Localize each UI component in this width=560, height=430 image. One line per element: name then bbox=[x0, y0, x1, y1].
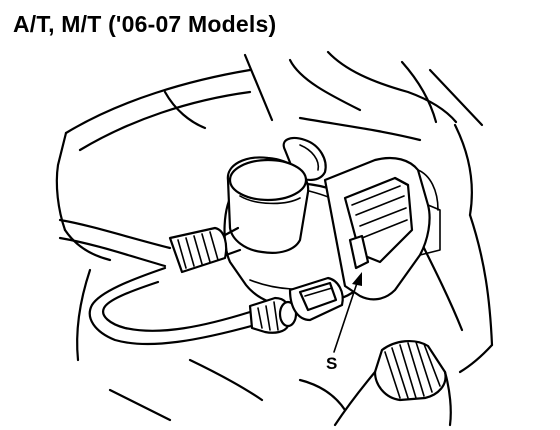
upper-hose bbox=[58, 218, 242, 274]
dome-sensor bbox=[226, 156, 310, 254]
page-title: A/T, M/T ('06-07 Models) bbox=[13, 11, 277, 37]
hose-clip bbox=[288, 276, 344, 322]
lower-coupling bbox=[333, 340, 452, 427]
callout-label-s: S bbox=[326, 354, 337, 373]
callout-s-leader bbox=[333, 272, 362, 353]
lower-fitting bbox=[248, 296, 298, 334]
engine-bay-background bbox=[55, 50, 494, 422]
connector-housing bbox=[323, 156, 441, 301]
lower-hose bbox=[88, 266, 257, 346]
engine-bay-illustration: S bbox=[55, 50, 494, 427]
